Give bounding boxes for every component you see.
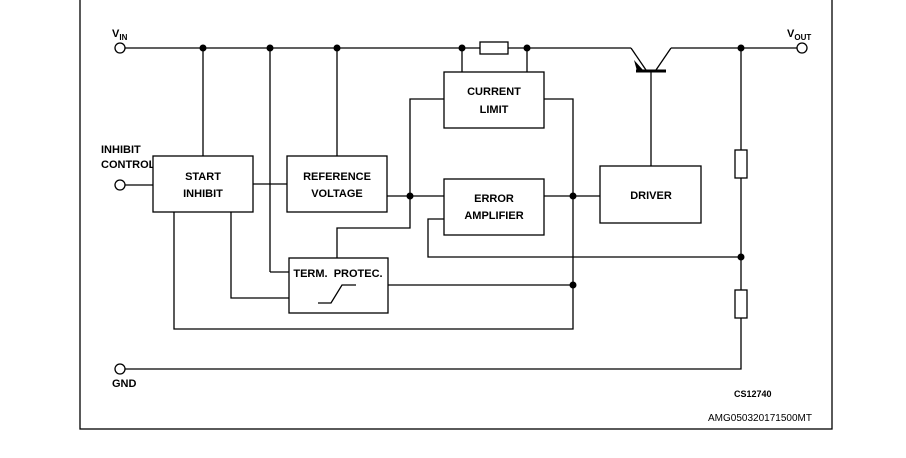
junction-dot	[333, 44, 341, 52]
start-inhibit-label-1: START	[185, 171, 221, 183]
reference-voltage-label-1: REFERENCE	[303, 171, 371, 183]
wire-cl-output-bus	[173, 98, 574, 330]
error-amplifier-box	[443, 178, 545, 236]
inhibit-label-line1: INHIBIT	[101, 144, 141, 156]
transistor-emitter	[655, 47, 672, 71]
wire-start-to-term	[230, 212, 289, 299]
diagram-frame	[79, 0, 833, 430]
block-driver: DRIVER	[599, 165, 702, 224]
hysteresis-symbol	[318, 284, 356, 304]
current-limit-box	[443, 71, 545, 129]
block-error-amplifier: ERROR AMPLIFIER	[443, 178, 545, 236]
reference-voltage-label-2: VOLTAGE	[311, 188, 363, 200]
junction-dot	[523, 44, 531, 52]
driver-label: DRIVER	[630, 190, 672, 202]
junction-dot	[569, 192, 577, 200]
current-limit-label-1: CURRENT	[467, 86, 521, 98]
gnd-label: GND	[112, 378, 137, 390]
transistor-arrow	[634, 60, 643, 71]
error-amplifier-label-2: AMPLIFIER	[464, 210, 523, 222]
block-current-limit: CURRENT LIMIT	[443, 71, 545, 129]
vin-label: VIN	[112, 28, 128, 42]
vin-terminal	[114, 42, 126, 54]
junction-dot	[569, 281, 577, 289]
wire-feedback	[427, 218, 741, 258]
error-amplifier-label-1: ERROR	[474, 193, 514, 205]
driver-box	[599, 165, 702, 224]
block-reference-voltage: REFERENCE VOLTAGE	[286, 155, 388, 213]
junction-dot	[737, 253, 745, 261]
start-inhibit-box	[152, 155, 254, 213]
drawing-code: CS12740	[734, 389, 772, 399]
block-start-inhibit: START INHIBIT	[152, 155, 254, 213]
wire-node-to-term	[336, 196, 411, 258]
vout-label: VOUT	[787, 28, 811, 42]
junction-dot	[266, 44, 274, 52]
vout-terminal	[796, 42, 808, 54]
junction-dot	[737, 44, 745, 52]
term-protec-box	[288, 257, 389, 314]
reference-voltage-box	[286, 155, 388, 213]
term-protec-label: TERM. PROTEC.	[293, 268, 382, 280]
gnd-terminal	[114, 363, 126, 375]
divider-resistor-top	[734, 149, 748, 179]
sense-resistor	[479, 41, 509, 55]
block-term-protec: TERM. PROTEC.	[288, 257, 389, 314]
wire-node-to-cl	[409, 98, 444, 196]
junctions	[199, 44, 745, 289]
inhibit-terminal	[114, 179, 126, 191]
figure-id: AMG050320171500MT	[708, 413, 812, 424]
wire-divider-bottom	[125, 318, 742, 370]
transistor-collector	[630, 47, 647, 71]
junction-dot	[406, 192, 414, 200]
start-inhibit-label-2: INHIBIT	[183, 188, 223, 200]
junction-dot	[458, 44, 466, 52]
current-limit-label-2: LIMIT	[480, 104, 509, 116]
divider-resistor-bottom	[734, 289, 748, 319]
junction-dot	[199, 44, 207, 52]
inhibit-label-line2: CONTROL	[101, 159, 156, 171]
